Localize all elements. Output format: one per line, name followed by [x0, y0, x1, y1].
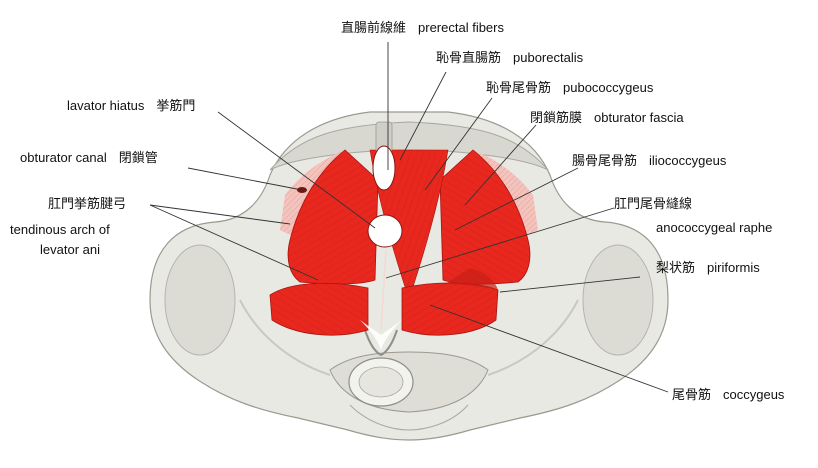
anococcygeal-raphe [380, 249, 387, 331]
label-obturator-canal-jp: 閉鎖管 [118, 151, 158, 166]
leader-iliococcygeus [454, 167, 579, 231]
label-pubococcygeus-jp: 恥骨尾骨筋 [486, 81, 552, 96]
leader-tendinous-arch-1 [149, 204, 291, 225]
label-anococcygeal-en-row: anococcygeal raphe [656, 220, 772, 236]
label-levator-hiatus-en: lavator hiatus [67, 98, 145, 113]
leader-puborectalis [399, 71, 447, 161]
label-tendinous-arch-en1-row: tendinous arch of [10, 222, 110, 238]
leader-pubococcygeus [424, 97, 493, 191]
label-obturator-fascia: 閉鎖筋膜 obturator fascia [530, 110, 684, 127]
label-pubococcygeus: 恥骨尾骨筋 pubococcygeus [486, 80, 653, 97]
leader-lines [149, 42, 669, 393]
anococcygeal-fibers [360, 320, 402, 350]
urethral-opening [372, 145, 396, 191]
label-tendinous-arch-en1: tendinous arch of [10, 222, 110, 237]
label-puborectalis: 恥骨直腸筋 puborectalis [436, 50, 583, 67]
coccyx [364, 329, 398, 357]
label-pubococcygeus-en: pubococcygeus [563, 80, 654, 95]
label-tendinous-arch-en2: levator ani [40, 242, 100, 257]
sacrum [329, 351, 489, 431]
label-prerectal-jp: 直腸前線維 [341, 21, 407, 36]
label-tendinous-arch-jp-row: 肛門挙筋腱弓 [48, 196, 126, 213]
label-tendinous-arch-jp: 肛門挙筋腱弓 [48, 197, 127, 212]
label-anococcygeal-jp: 肛門尾骨縫線 [614, 197, 693, 212]
label-puborectalis-jp: 恥骨直腸筋 [436, 51, 502, 66]
leader-anococcygeal [385, 207, 615, 279]
label-obturator-canal: obturator canal 閉鎖管 [20, 150, 158, 167]
label-iliococcygeus-en: iliococcygeus [649, 153, 727, 168]
coccygeus-left [269, 282, 369, 336]
leader-obturator-fascia [464, 124, 537, 206]
levator-ani [287, 149, 531, 291]
label-tendinous-arch-en2-row: levator ani [40, 242, 100, 258]
label-anococcygeal-jp-row: 肛門尾骨縫線 [614, 196, 692, 213]
label-obturator-canal-en: obturator canal [20, 150, 107, 165]
anal-opening [367, 214, 403, 248]
label-coccygeus: 尾骨筋 coccygeus [672, 387, 784, 404]
leader-coccygeus [429, 304, 669, 393]
label-obturator-fascia-jp: 閉鎖筋膜 [530, 111, 583, 126]
leader-tendinous-arch-2 [149, 204, 319, 281]
label-iliococcygeus: 腸骨尾骨筋 iliococcygeus [572, 153, 726, 170]
label-prerectal-en: prerectal fibers [418, 20, 504, 35]
label-anococcygeal-en: anococcygeal raphe [656, 220, 773, 235]
label-piriformis-jp: 梨状筋 [656, 261, 696, 276]
leader-levator-hiatus [217, 111, 376, 229]
label-coccygeus-jp: 尾骨筋 [672, 388, 712, 403]
label-levator-hiatus-jp: 挙筋門 [156, 99, 196, 114]
label-coccygeus-en: coccygeus [723, 387, 785, 402]
label-piriformis-en: piriformis [707, 260, 760, 275]
piriformis-right [445, 268, 498, 290]
label-piriformis: 梨状筋 piriformis [656, 260, 760, 277]
leader-obturator-canal [187, 167, 303, 191]
label-prerectal: 直腸前線維 prerectal fibers [341, 20, 504, 37]
label-levator-hiatus: lavator hiatus 挙筋門 [67, 98, 195, 115]
label-obturator-fascia-en: obturator fascia [594, 110, 684, 125]
label-iliococcygeus-jp: 腸骨尾骨筋 [572, 154, 638, 169]
leader-piriformis [499, 276, 641, 293]
label-puborectalis-en: puborectalis [513, 50, 584, 65]
